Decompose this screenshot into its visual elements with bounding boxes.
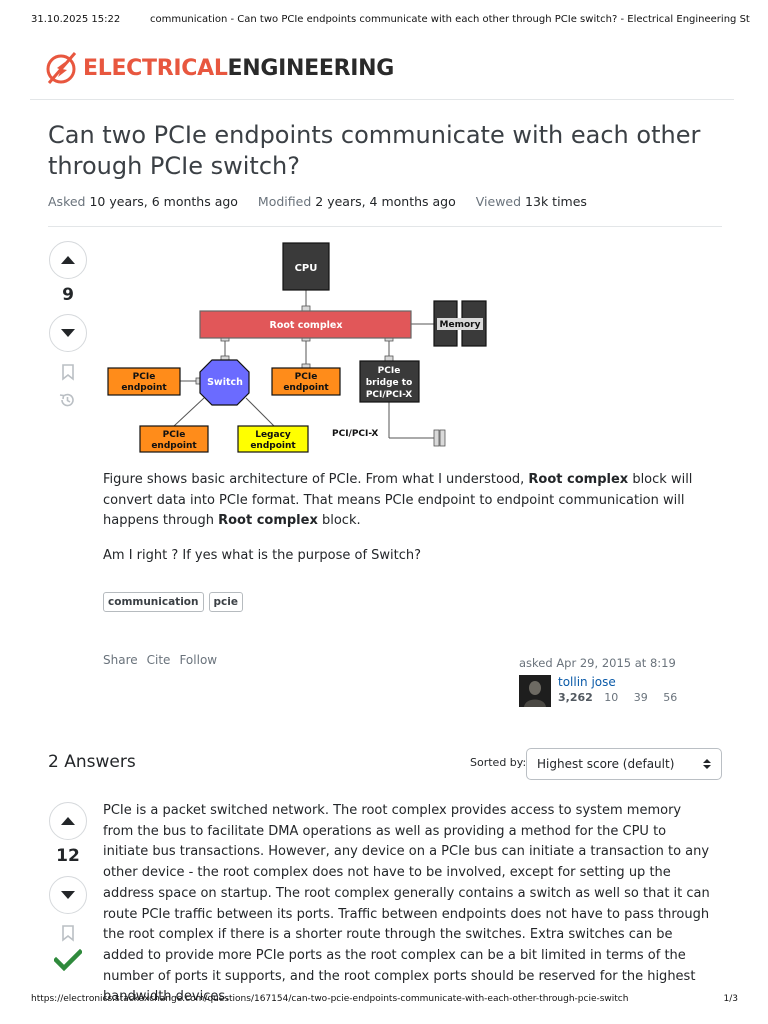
select-chevrons-icon [703, 759, 711, 769]
pcie-architecture-diagram: CPU Root complex Memory PCIe endpoint Sw… [107, 242, 487, 453]
switch-block: Switch [199, 359, 250, 406]
logo-text-engineering: ENGINEERING [227, 55, 395, 81]
pcie-endpoint-bottom-line2: endpoint [151, 441, 197, 451]
bridge-line2: bridge to [366, 378, 413, 388]
arrow-down-icon [61, 891, 75, 899]
logo-text-electrical: ELECTRICAL [83, 55, 228, 81]
modified-value[interactable]: 2 years, 4 months ago [315, 194, 456, 209]
tag-pcie[interactable]: pcie [208, 592, 243, 612]
legacy-endpoint-block: Legacy endpoint [237, 425, 309, 453]
asked-value: 10 years, 6 months ago [89, 194, 238, 209]
meta-divider [48, 226, 722, 227]
user-reputation: 3,262 [558, 691, 593, 704]
pcie-endpoint-bottom-block: PCIe endpoint [139, 425, 209, 453]
question-paragraph-2: Am I right ? If yes what is the purpose … [103, 547, 422, 563]
answers-heading: 2 Answers [48, 752, 136, 772]
electrical-engineering-logo-icon [46, 52, 77, 84]
print-header: 31.10.2025 15:22 communication - Can two… [0, 14, 768, 30]
answer-body: PCIe is a packet switched network. The r… [103, 803, 710, 1005]
user-stats: 3,262 10 39 56 [558, 691, 689, 704]
sort-select[interactable]: Highest score (default) [526, 748, 722, 780]
question-body: Figure shows basic architecture of PCIe.… [103, 470, 723, 580]
bridge-line1: PCIe [378, 366, 401, 376]
pcie-endpoint-mid-block: PCIe endpoint [271, 367, 341, 396]
silver-badge-count: 39 [633, 691, 648, 704]
print-date: 31.10.2025 15:22 [31, 14, 121, 25]
print-footer: https://electronics.stackexchange.com/qu… [0, 994, 768, 1010]
print-url: https://electronics.stackexchange.com/qu… [31, 994, 629, 1004]
switch-label: Switch [207, 377, 243, 388]
question-title[interactable]: Can two PCIe endpoints communicate with … [48, 121, 701, 180]
header-divider [30, 99, 734, 100]
pcie-bridge-block: PCIe bridge to PCI/PCI-X [359, 360, 420, 403]
arrow-up-icon [61, 817, 75, 825]
memory-block: Memory [433, 300, 487, 347]
print-page-number: 1/3 [723, 994, 738, 1004]
legacy-endpoint-line1: Legacy [255, 430, 291, 440]
asked-timestamp[interactable]: asked Apr 29, 2015 at 8:19 [519, 656, 676, 670]
bookmark-icon[interactable] [59, 363, 77, 381]
question-user-card: asked Apr 29, 2015 at 8:19 tollin jose 3… [519, 656, 719, 707]
sort-selected-value: Highest score (default) [537, 757, 675, 771]
accepted-checkmark-icon [54, 949, 82, 971]
gold-badge-count: 10 [604, 691, 619, 704]
asked-label: Asked [48, 194, 86, 209]
tag-communication[interactable]: communication [103, 592, 204, 612]
question-downvote-button[interactable] [49, 314, 87, 352]
history-icon[interactable] [58, 391, 76, 409]
pcie-endpoint-left-line1: PCIe [133, 372, 156, 382]
arrow-down-icon [61, 329, 75, 337]
avatar[interactable] [519, 675, 551, 707]
pcie-endpoint-mid-line1: PCIe [295, 372, 318, 382]
arrow-up-icon [61, 256, 75, 264]
cpu-block: CPU [282, 242, 330, 291]
sort-label: Sorted by: [470, 756, 527, 769]
root-complex-block: Root complex [199, 310, 412, 339]
question-vote-count: 9 [62, 285, 74, 305]
bookmark-icon[interactable] [59, 924, 77, 942]
pci-bus-label: PCI/PCI-X [332, 429, 378, 439]
bridge-line3: PCI/PCI-X [366, 390, 412, 400]
modified-label: Modified [257, 194, 312, 209]
answer-downvote-button[interactable] [49, 876, 87, 914]
memory-label: Memory [440, 320, 481, 330]
question-upvote-button[interactable] [49, 241, 87, 279]
print-title: communication - Can two PCIe endpoints c… [150, 14, 750, 25]
answer-upvote-button[interactable] [49, 802, 87, 840]
question-post-menu: Share Cite Follow [103, 653, 217, 667]
follow-link[interactable]: Follow [179, 653, 218, 667]
answer-vote-count: 12 [56, 846, 80, 866]
cite-link[interactable]: Cite [146, 653, 171, 667]
viewed-label: Viewed [475, 194, 522, 209]
pcie-endpoint-left-line2: endpoint [121, 383, 167, 393]
question-tags: communication pcie [103, 592, 243, 612]
viewed-value: 13k times [525, 194, 587, 209]
pcie-endpoint-left-block: PCIe endpoint [107, 367, 181, 396]
question-paragraph-1: Figure shows basic architecture of PCIe.… [103, 472, 693, 528]
cpu-label: CPU [295, 263, 318, 274]
share-link[interactable]: Share [103, 653, 138, 667]
root-complex-label: Root complex [270, 320, 343, 331]
user-avatar-icon [519, 675, 551, 707]
pcie-endpoint-mid-line2: endpoint [283, 383, 329, 393]
bronze-badge-count: 56 [663, 691, 678, 704]
user-name-link[interactable]: tollin jose [558, 675, 616, 689]
legacy-endpoint-line2: endpoint [250, 441, 296, 451]
pcie-endpoint-bottom-line1: PCIe [163, 430, 186, 440]
